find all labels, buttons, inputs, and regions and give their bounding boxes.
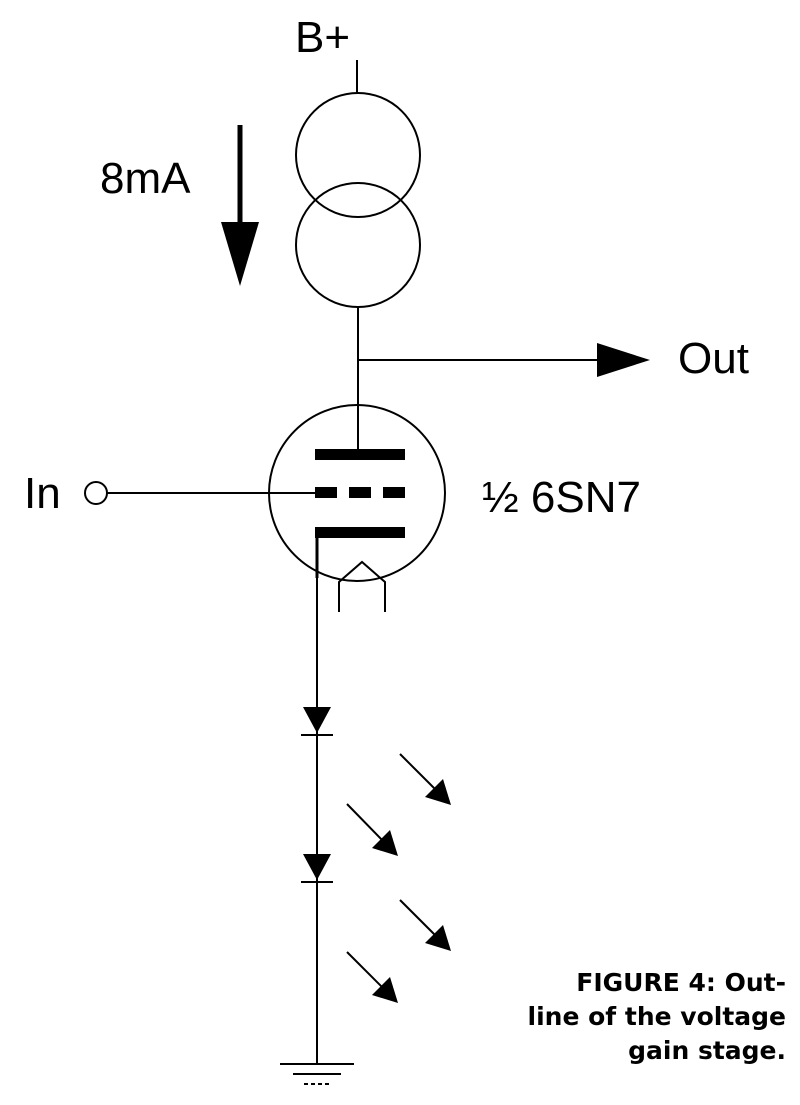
light-arrows: [346, 753, 451, 1003]
light-arrow-icon: [399, 753, 451, 805]
input-label: In: [24, 469, 61, 518]
supply-label: B+: [295, 13, 350, 62]
cathode: [315, 527, 405, 578]
ground-icon: [280, 1063, 354, 1085]
led-diode-icon: [301, 707, 333, 736]
current-arrow-icon: [221, 125, 259, 286]
led-diode-icon: [301, 854, 333, 883]
input-terminal[interactable]: [84, 481, 108, 505]
output-arrow-icon: [358, 343, 650, 377]
caption-line: FIGURE 4: Out-: [576, 968, 786, 997]
light-arrow-icon: [346, 803, 398, 856]
light-arrow-icon: [399, 899, 451, 951]
heater-icon: [338, 560, 386, 612]
output-label: Out: [678, 334, 749, 383]
light-arrow-icon: [346, 951, 398, 1003]
current-source-icon: [295, 92, 421, 308]
figure-caption: FIGURE 4: Out- line of the voltage gain …: [526, 966, 786, 1068]
caption-line: line of the voltage: [527, 1002, 786, 1031]
plate: [315, 449, 405, 460]
caption-line: gain stage.: [628, 1036, 786, 1065]
current-label: 8mA: [100, 154, 191, 203]
grid: [315, 487, 405, 498]
tube-label: ½ 6SN7: [482, 473, 641, 522]
